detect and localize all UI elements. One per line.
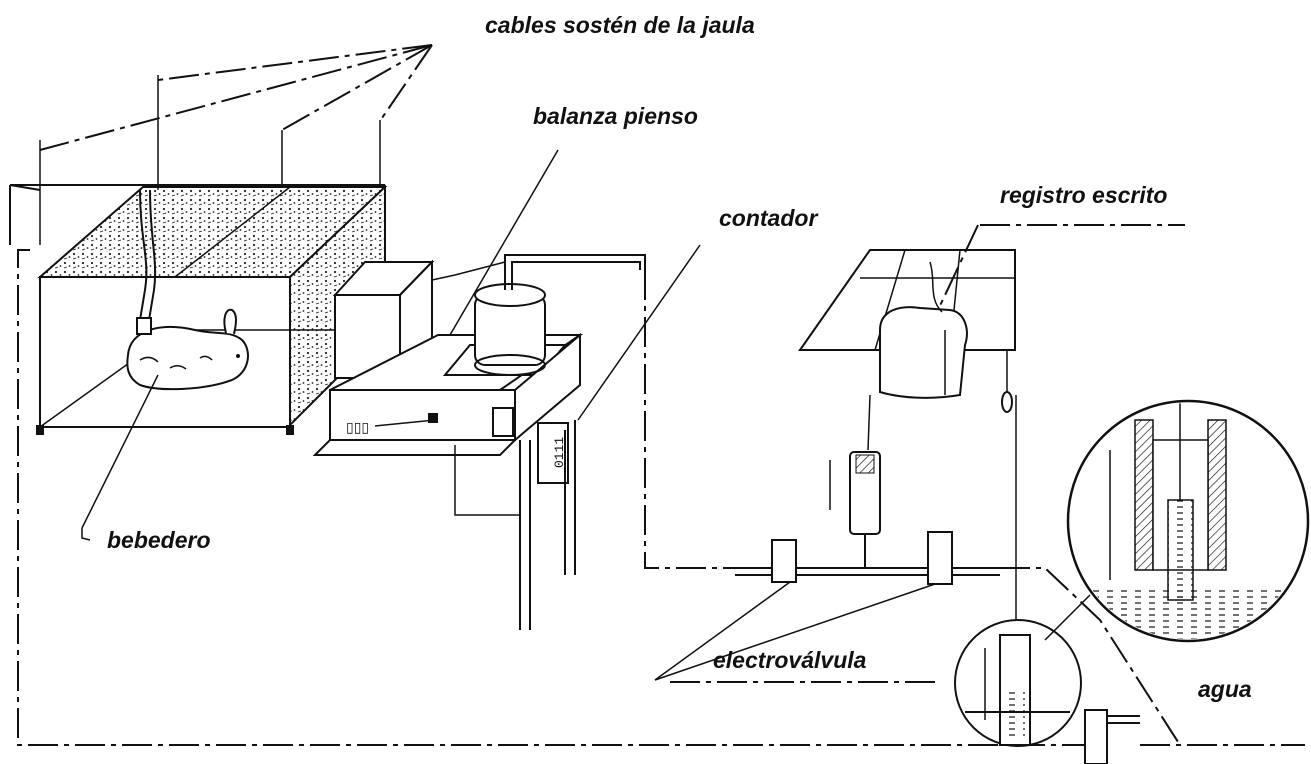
- water-beaker: [954, 619, 1082, 747]
- label-bebedero: bebedero: [107, 527, 211, 553]
- label-leaders: [81, 149, 1185, 683]
- bottom-valve: [1084, 709, 1140, 764]
- label-contador: contador: [719, 205, 818, 231]
- label-balanza: balanza pienso: [533, 103, 698, 129]
- support-cables: [39, 44, 433, 245]
- balance-table: ▯▯▯ 0111: [312, 332, 584, 630]
- cage: [9, 184, 388, 435]
- drinker: [136, 189, 157, 335]
- label-cables: cables sostén de la jaula: [485, 12, 755, 38]
- connection-lines: [17, 249, 1305, 746]
- magnified-detail: [1044, 399, 1310, 643]
- label-electrovalvula: electroválvula: [713, 647, 867, 673]
- svg-text:0111: 0111: [552, 437, 567, 468]
- food-container: [474, 283, 546, 376]
- rabbit: [126, 308, 249, 391]
- syringe: [829, 451, 881, 567]
- chart-recorder: [798, 249, 1017, 630]
- electrovalves: [735, 531, 1000, 585]
- label-agua: agua: [1198, 676, 1252, 702]
- svg-text:▯▯▯: ▯▯▯: [346, 419, 369, 435]
- label-registro: registro escrito: [1000, 182, 1167, 208]
